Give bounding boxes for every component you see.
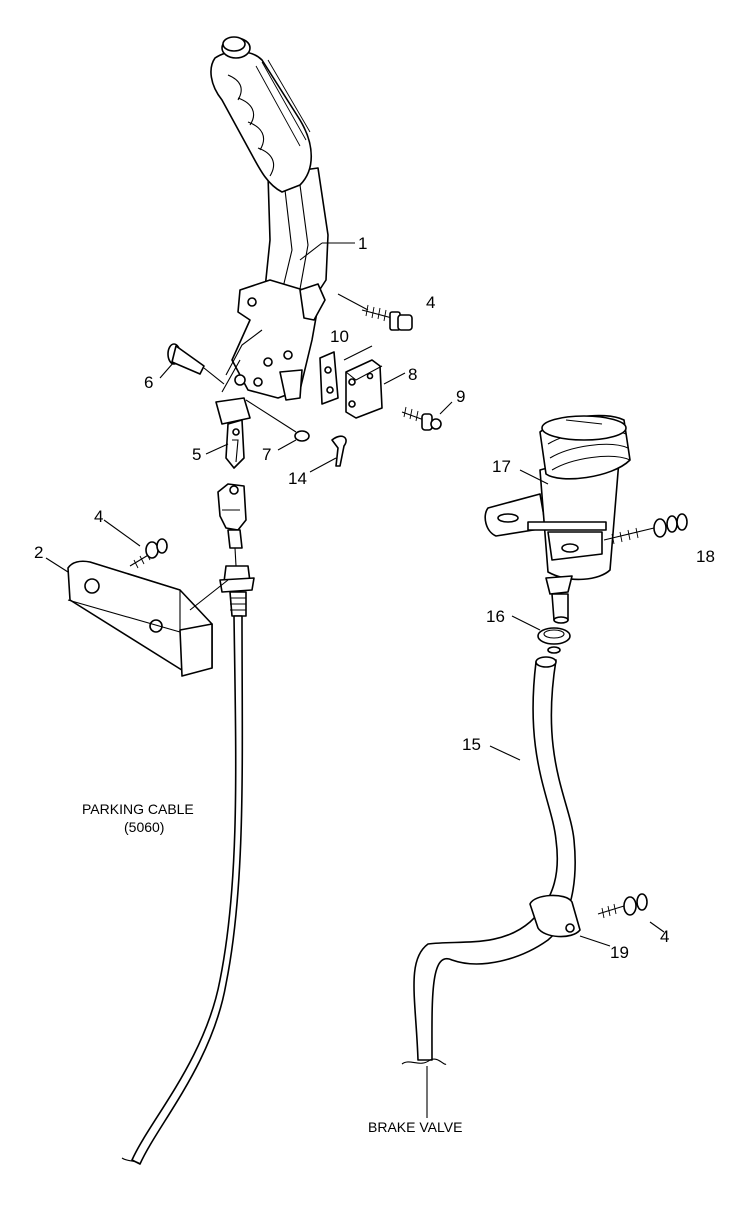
bracket-2 <box>67 560 213 677</box>
brake-valve-label: BRAKE VALVE <box>368 1119 462 1135</box>
parking-cable-number: (5060) <box>124 819 164 835</box>
callout-17: 17 <box>492 457 511 476</box>
callout-16: 16 <box>486 607 505 626</box>
hand-brake-lever <box>210 36 329 401</box>
callout-2: 2 <box>34 543 43 562</box>
clevis-assembly <box>215 397 347 469</box>
screw-9 <box>401 406 442 431</box>
callout-9: 9 <box>456 387 465 406</box>
callout-18: 18 <box>696 547 715 566</box>
callout-4-bracket: 4 <box>94 507 103 526</box>
leader-lines <box>45 242 665 1118</box>
bolt-18 <box>603 513 688 545</box>
parking-cable <box>121 483 255 1165</box>
callout-1: 1 <box>358 234 367 253</box>
callout-5: 5 <box>192 445 201 464</box>
bolt-hose <box>597 893 648 919</box>
parking-cable-label: PARKING CABLE <box>82 801 194 817</box>
brake-hose <box>401 656 576 1065</box>
callout-14: 14 <box>288 469 307 488</box>
callout-19: 19 <box>610 943 629 962</box>
brake-fluid-reservoir <box>484 414 631 624</box>
callout-6: 6 <box>144 373 153 392</box>
callout-7: 7 <box>262 445 271 464</box>
hose-clamp-19 <box>529 894 581 938</box>
pin-6 <box>167 343 225 385</box>
bolt-bracket <box>129 538 168 569</box>
switch-assembly <box>319 351 383 419</box>
callout-10: 10 <box>330 327 349 346</box>
callout-15: 15 <box>462 735 481 754</box>
bolt-top <box>361 304 413 331</box>
callout-4-hose: 4 <box>660 927 669 946</box>
callout-8: 8 <box>408 365 417 384</box>
callout-4-top: 4 <box>426 293 435 312</box>
hose-clamp <box>537 627 571 654</box>
